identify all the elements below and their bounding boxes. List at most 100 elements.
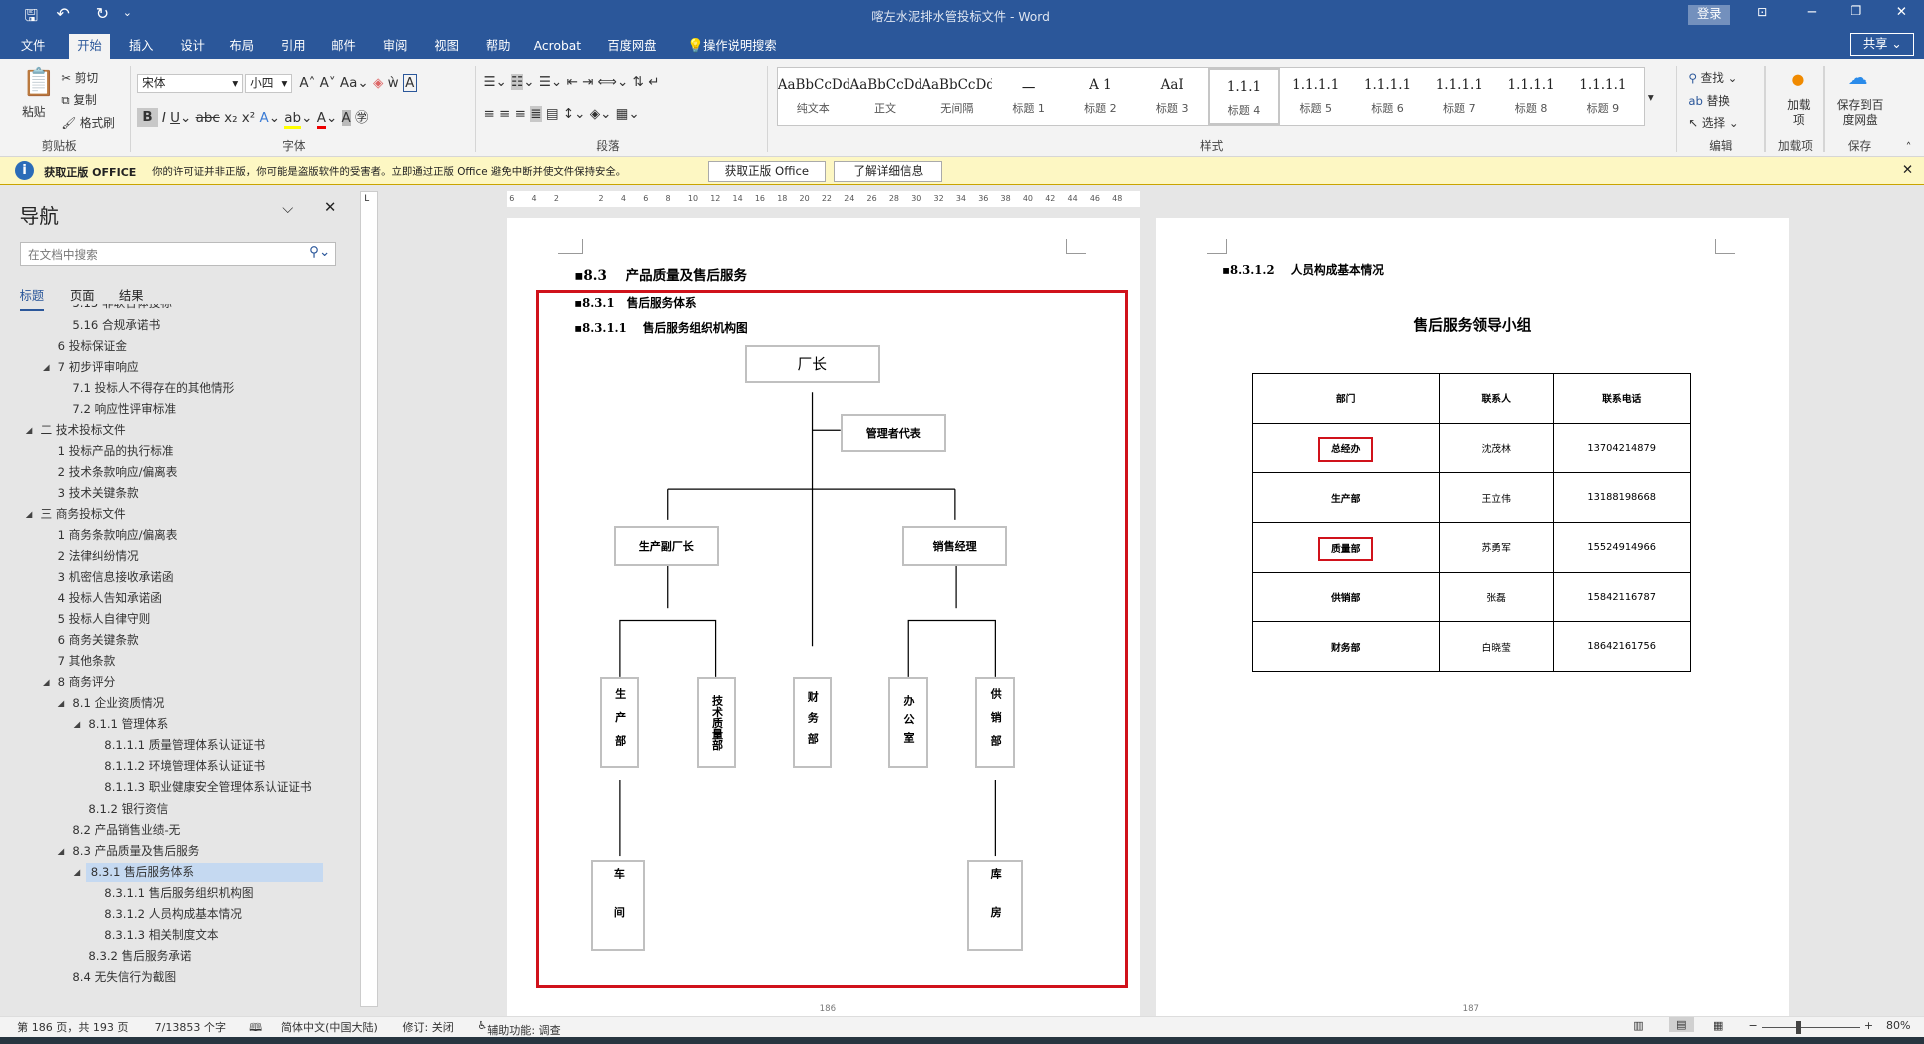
zoom-slider-track[interactable] [1762, 1026, 1861, 1029]
zoom-in-button[interactable]: + [1863, 1019, 1874, 1033]
collapse-triangle-icon[interactable]: ◢ [42, 678, 50, 689]
nav-tab-pages[interactable]: 页面 [69, 288, 95, 303]
nav-heading-item[interactable]: 8.1 企业资质情况 [72, 696, 165, 711]
font-name-select[interactable]: 宋体▾ [137, 73, 243, 94]
nav-heading-item[interactable]: 2 法律纠纷情况 [57, 549, 139, 563]
nav-options-icon[interactable]: ⌵ [282, 200, 294, 217]
addins-button[interactable]: 加载项 [1787, 98, 1811, 127]
select-button[interactable]: ↖ 选择 ⌄ [1688, 116, 1739, 131]
login-button[interactable]: 登录 [1688, 4, 1731, 25]
nav-heading-item[interactable]: 5.16 合规承诺书 [72, 317, 161, 332]
nav-heading-item[interactable]: 6 商务关键条款 [57, 633, 139, 648]
zoom-out-button[interactable]: − [1748, 1019, 1758, 1033]
nav-heading-item[interactable]: 三 商务投标文件 [40, 506, 126, 521]
paste-icon[interactable]: 📋 [22, 67, 56, 99]
ribbon-display-icon[interactable]: ⊡ [1757, 4, 1768, 19]
tab-12[interactable]: 操作说明搜索 [703, 39, 777, 54]
cut-button[interactable]: ✂ 剪切 [61, 70, 99, 85]
copy-button[interactable]: ⧉ 复制 [61, 92, 97, 107]
font-size-tools[interactable]: A˄ A˅ Aa⌄ ◈ ẁ A [299, 73, 417, 92]
nav-search-input[interactable]: 在文档中搜索 ⚲⌄ [19, 241, 337, 267]
nav-heading-item[interactable]: 8.3.1.1 售后服务组织机构图 [104, 885, 254, 900]
track-changes[interactable]: 修订: 关闭 [402, 1021, 454, 1035]
tab-2[interactable]: 插入 [128, 39, 154, 54]
collapse-triangle-icon[interactable]: ◢ [73, 720, 81, 731]
nav-heading-item[interactable]: 7 其他条款 [57, 654, 116, 669]
tab-11[interactable]: 百度网盘 [607, 39, 657, 54]
collapse-triangle-icon[interactable]: ◢ [57, 846, 65, 857]
nav-heading-item[interactable]: 8.3 产品质量及售后服务 [72, 843, 200, 858]
learn-more-button[interactable]: 了解详细信息 [834, 160, 943, 182]
save-to-baidu-button[interactable]: 保存到百度网盘 [1836, 98, 1884, 127]
word-count[interactable]: 7/13853 个字 [154, 1021, 226, 1035]
redo-icon[interactable]: ↻ [95, 3, 110, 23]
nav-tab-results[interactable]: 结果 [119, 288, 144, 303]
nav-heading-item[interactable]: 8.3.1.3 相关制度文本 [104, 927, 219, 942]
nav-heading-item[interactable]: 2 技术条款响应/偏离表 [57, 464, 178, 479]
zoom-level[interactable]: 80% [1885, 1019, 1911, 1033]
tab-8[interactable]: 视图 [434, 39, 459, 54]
tab-10[interactable]: Acrobat [533, 39, 582, 54]
nav-heading-item[interactable]: 8.1.1.2 环境管理体系认证证书 [104, 759, 266, 774]
nav-heading-item[interactable]: 1 投标产品的执行标准 [57, 443, 174, 458]
restore-button[interactable]: ❐ [1850, 3, 1862, 18]
nav-heading-item[interactable]: 8.3.1.2 人员构成基本情况 [104, 906, 242, 921]
format-painter-button[interactable]: 🖌 格式刷 [61, 116, 115, 131]
search-icon[interactable]: ⚲⌄ [309, 243, 331, 260]
list-buttons[interactable]: ☰⌄ ☷⌄ ☰⌄ ⇤ ⇥ ⟺⌄ ⇅ ↵ [483, 73, 660, 90]
close-infobar-icon[interactable]: ✕ [1901, 161, 1914, 178]
nav-heading-item[interactable]: 7 初步评审响应 [57, 359, 139, 374]
share-button[interactable]: 共享 ⌄ [1850, 33, 1915, 57]
nav-heading-item[interactable]: 8.3.2 售后服务承诺 [88, 948, 192, 963]
read-mode-icon[interactable]: ▥ [1633, 1019, 1644, 1033]
nav-heading-item[interactable]: 1 商务条款响应/偏离表 [57, 527, 178, 542]
nav-heading-item[interactable]: 5 投标人自律守则 [57, 612, 151, 627]
nav-heading-item[interactable]: 7.2 响应性评审标准 [72, 401, 177, 416]
tab-0[interactable]: 文件 [20, 39, 46, 54]
tab-9[interactable]: 帮助 [485, 39, 511, 54]
style-3[interactable]: 一标题 1 [993, 68, 1064, 124]
nav-heading-item[interactable]: 3 机密信息接收承诺函 [57, 570, 174, 585]
nav-heading-item[interactable]: 二 技术投标文件 [40, 422, 126, 437]
minimize-button[interactable]: − [1806, 3, 1818, 20]
nav-heading-item[interactable]: 8.4 无失信行为截图 [72, 969, 177, 984]
web-layout-icon[interactable]: ▦ [1712, 1019, 1724, 1033]
nav-heading-item[interactable]: 6 投标保证金 [57, 338, 127, 353]
collapse-triangle-icon[interactable]: ◢ [73, 867, 81, 878]
tab-selector[interactable]: L [364, 193, 370, 204]
tab-6[interactable]: 邮件 [331, 39, 356, 54]
paste-button[interactable]: 粘贴 [22, 105, 46, 120]
print-layout-icon[interactable]: ▤ [1668, 1016, 1694, 1033]
get-genuine-office-button[interactable]: 获取正版 Office [708, 160, 826, 182]
save-icon[interactable]: 🖫 [24, 5, 39, 25]
nav-heading-item[interactable]: 3 技术关键条款 [57, 485, 139, 500]
nav-heading-item[interactable]: 8.1.2 银行资信 [88, 801, 169, 816]
nav-heading-item[interactable]: 8.3.1 售后服务体系 [90, 864, 194, 879]
zoom-slider-thumb[interactable] [1796, 1020, 1802, 1035]
nav-heading-item[interactable]: 8 商务评分 [57, 675, 116, 690]
tab-7[interactable]: 审阅 [382, 39, 408, 54]
language[interactable]: 简体中文(中国大陆) [280, 1021, 378, 1035]
styles-more-button[interactable]: ▾ [1647, 89, 1654, 104]
collapse-triangle-icon[interactable]: ◢ [25, 425, 33, 436]
nav-heading-item[interactable]: 8.2 产品销售业绩-无 [72, 822, 181, 837]
collapse-triangle-icon[interactable]: ◢ [25, 509, 33, 520]
font-size-select[interactable]: 小四▾ [245, 73, 293, 94]
page-count[interactable]: 第 186 页，共 193 页 [17, 1021, 129, 1035]
tab-3[interactable]: 设计 [180, 39, 205, 54]
collapse-triangle-icon[interactable]: ◢ [57, 699, 65, 710]
nav-heading-item[interactable]: 7.1 投标人不得存在的其他情形 [72, 380, 235, 395]
nav-close-icon[interactable]: ✕ [323, 198, 337, 216]
customize-qat-icon[interactable]: ⌄ [122, 6, 132, 20]
proofing-icon[interactable]: 🕮 [249, 1021, 263, 1035]
